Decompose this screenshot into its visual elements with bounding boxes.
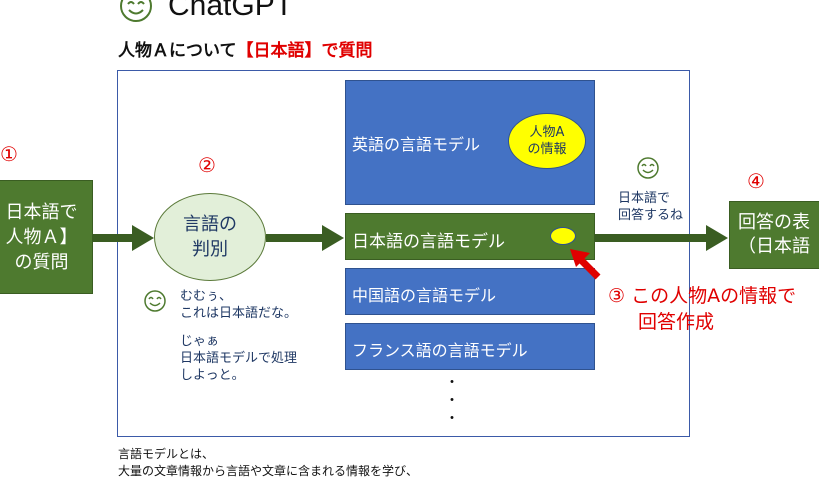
answer-output-box: 回答の表 （日本語 xyxy=(729,201,819,269)
step-3-line: ③ この人物Aの情報で xyxy=(608,285,797,307)
smiley-icon xyxy=(637,157,659,179)
output-line: （日本語 xyxy=(738,236,810,257)
judge-line: 言語の xyxy=(183,214,237,235)
red-pointer-arrow xyxy=(570,249,601,280)
page-title: ChatGPT xyxy=(168,0,294,22)
language-judge-node: 言語の 判別 xyxy=(154,193,266,281)
more-models-ellipsis: ・ ・ ・ xyxy=(445,374,459,428)
japanese-model-label: 日本語の言語モデル xyxy=(352,232,505,252)
input-question-box: 日本語で 人物Ａ】 の質問 xyxy=(0,180,93,294)
chatgpt-frame xyxy=(117,70,690,437)
title-row: ChatGPT xyxy=(118,0,293,26)
input-line: の質問 xyxy=(14,251,69,273)
person-a-info-badge: 人物A の情報 xyxy=(508,113,586,169)
badge-line: の情報 xyxy=(527,142,567,157)
footnote-line: 言語モデルとは、 xyxy=(118,447,215,461)
step-3-text: ③ この人物Aの情報で 回答作成 xyxy=(608,283,796,335)
smiley-icon xyxy=(120,0,152,22)
arrow-model-to-output xyxy=(594,225,728,251)
footnote-line: 大量の文章情報から言語や文章に含まれる情報を学び、 xyxy=(118,464,419,478)
input-line: 人物Ａ】 xyxy=(5,226,78,248)
subtitle: 人物Ａについて【日本語】で質問 xyxy=(118,36,373,61)
arrow-judge-to-model xyxy=(266,225,344,251)
badge-line: 人物A xyxy=(529,125,565,140)
chinese-language-model: 中国語の言語モデル xyxy=(345,268,595,315)
monologue-line: しよっと。 xyxy=(180,368,245,383)
step-number-2: ② xyxy=(198,153,216,177)
monologue-line: 日本語モデルで処理 xyxy=(180,351,298,366)
judge-line: 判別 xyxy=(192,239,228,260)
english-language-model: 英語の言語モデル 人物A の情報 xyxy=(345,80,595,205)
output-line: 回答の表 xyxy=(738,212,810,233)
english-model-label: 英語の言語モデル xyxy=(352,135,481,154)
ellipsis-dot: ・ xyxy=(445,375,459,391)
subtitle-highlight: 【日本語】で質問 xyxy=(236,41,373,61)
french-language-model: フランス語の言語モデル xyxy=(345,323,595,370)
person-a-info-dot xyxy=(550,227,576,245)
ellipsis-dot: ・ xyxy=(445,393,459,409)
reply-line: 日本語で xyxy=(618,191,671,206)
step-number-1: ① xyxy=(0,142,18,166)
monologue-spacer xyxy=(180,322,350,333)
monologue-line: これは日本語だな。 xyxy=(180,306,298,321)
japanese-language-model: 日本語の言語モデル xyxy=(345,213,595,260)
reply-line: 回答するね xyxy=(618,208,684,223)
monologue-line: じゃぁ xyxy=(180,334,220,349)
subtitle-prefix: 人物Ａについて xyxy=(118,41,237,61)
monologue-text: むむぅ、 これは日本語だな。 じゃぁ 日本語モデルで処理 しよっと。 xyxy=(180,288,350,384)
input-line: 日本語で xyxy=(5,201,78,223)
smiley-icon xyxy=(144,290,166,312)
monologue-line: むむぅ、 xyxy=(180,289,233,304)
chinese-model-label: 中国語の言語モデル xyxy=(352,286,497,305)
ellipsis-dot: ・ xyxy=(445,411,459,427)
step-number-4: ④ xyxy=(747,169,765,193)
footnote: 言語モデルとは、 大量の文章情報から言語や文章に含まれる情報を学び、 xyxy=(118,446,418,480)
reply-text: 日本語で 回答するね xyxy=(618,190,683,224)
step-3-line: 回答作成 xyxy=(638,311,715,333)
arrow-input-to-judge xyxy=(92,225,154,251)
french-model-label: フランス語の言語モデル xyxy=(352,341,528,360)
